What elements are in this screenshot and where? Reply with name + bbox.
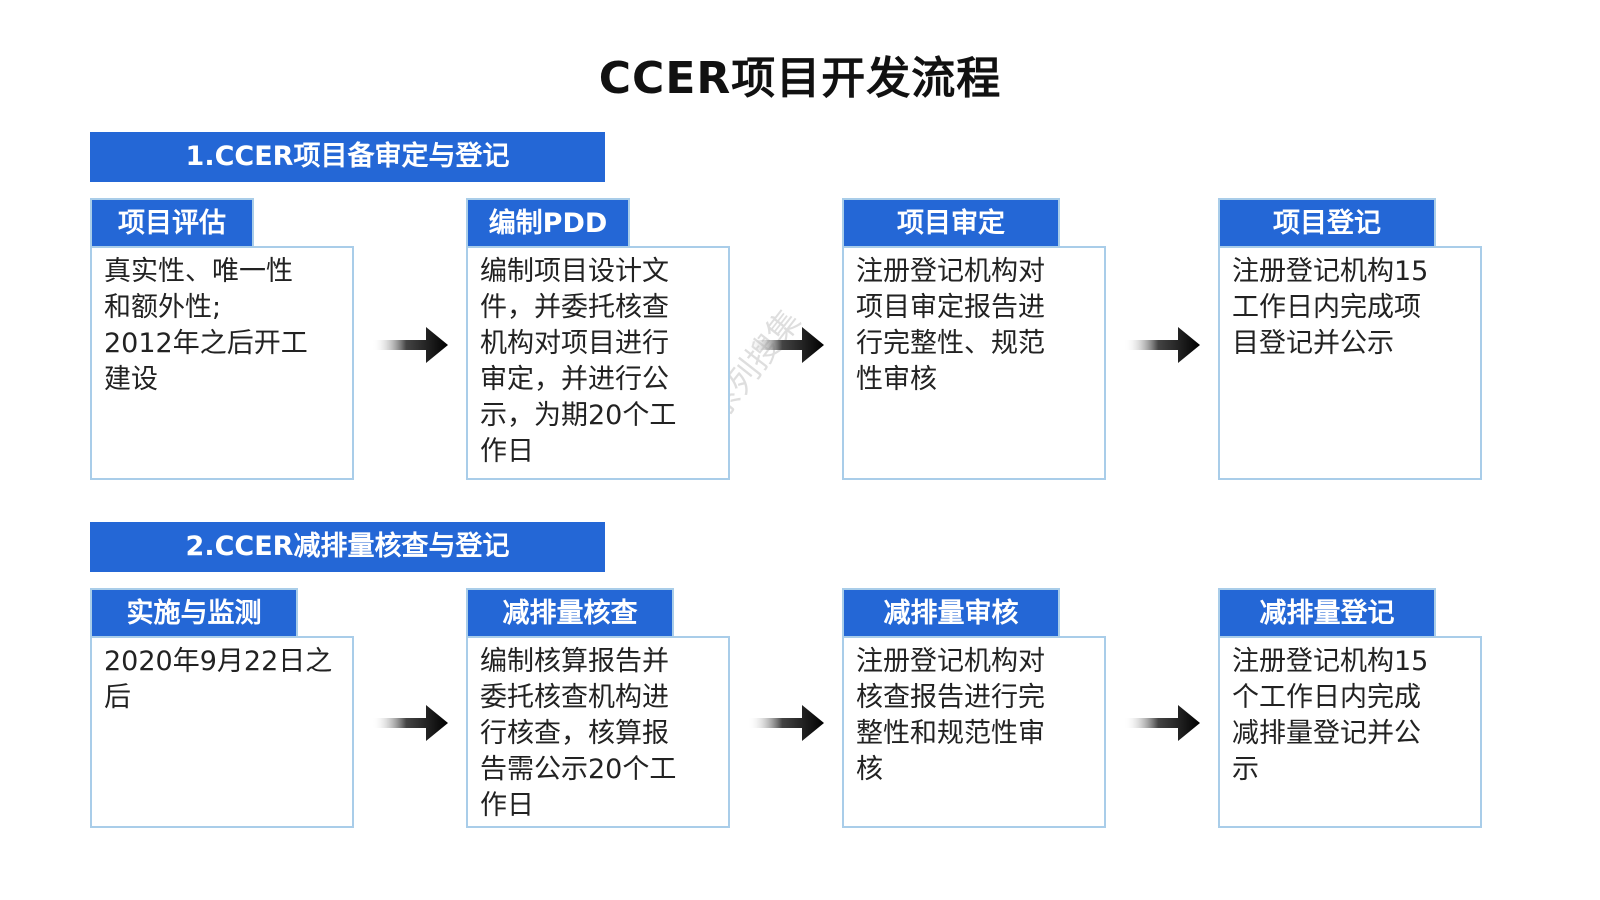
step-2-4-box: 注册登记机构15 个工作日内完成 减排量登记并公 示 [1218,636,1482,828]
arrow-right-icon [748,705,824,741]
arrow-right-icon [1124,705,1200,741]
step-1-1-box: 真实性、唯一性 和额外性; 2012年之后开工 建设 [90,246,354,480]
step-2-4-label: 减排量登记 [1218,588,1436,638]
section-1-header: 1.CCER项目备审定与登记 [90,132,605,182]
step-1-4-box: 注册登记机构15 工作日内完成项 目登记并公示 [1218,246,1482,480]
section-2-header: 2.CCER减排量核查与登记 [90,522,605,572]
step-1-1-label: 项目评估 [90,198,254,248]
step-2-3-label: 减排量审核 [842,588,1060,638]
step-1-2-label: 编制PDD [466,198,630,248]
step-1-2-box: 编制项目设计文 件，并委托核查 机构对项目进行 审定，并进行公 示，为期20个工… [466,246,730,480]
step-1-4-label: 项目登记 [1218,198,1436,248]
step-2-1-box: 2020年9月22日之 后 [90,636,354,828]
arrow-right-icon [372,327,448,363]
arrow-right-icon [372,705,448,741]
arrow-right-icon [1124,327,1200,363]
step-1-3-box: 注册登记机构对 项目审定报告进 行完整性、规范 性审核 [842,246,1106,480]
step-1-3-label: 项目审定 [842,198,1060,248]
step-2-3-box: 注册登记机构对 核查报告进行完 整性和规范性审 核 [842,636,1106,828]
step-2-1-label: 实施与监测 [90,588,298,638]
page-title: CCER项目开发流程 [598,53,1002,104]
step-2-2-box: 编制核算报告并 委托核查机构进 行核查，核算报 告需公示20个工 作日 [466,636,730,828]
arrow-right-icon [748,327,824,363]
step-2-2-label: 减排量核查 [466,588,674,638]
